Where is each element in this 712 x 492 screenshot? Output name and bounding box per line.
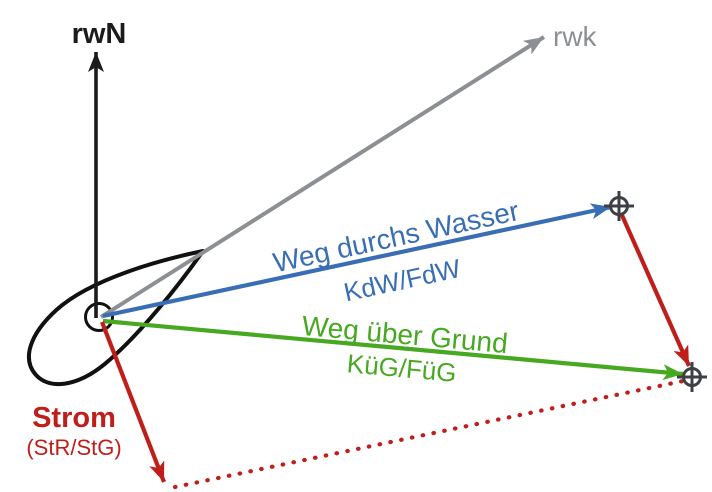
course-arrow <box>99 35 546 319</box>
ground-track-arrow <box>102 318 684 381</box>
north-label: rwN <box>72 18 127 50</box>
ground-track-abbr-label: KüG/FüG <box>346 348 458 388</box>
current-arrow-from-vessel <box>100 321 166 483</box>
water-track-arrow <box>102 203 612 319</box>
origin-position-circle <box>84 302 114 332</box>
current-label: Strom <box>32 402 116 434</box>
position-fix-icon-ground-track <box>677 362 707 392</box>
current-arrow-between-fixes <box>619 212 691 367</box>
current-displaced-track-dotted-line <box>172 378 686 490</box>
ground-track-label: Weg über Grund <box>301 310 509 359</box>
current-abbr-label: (StR/StG) <box>26 435 121 460</box>
position-fix-icon-water-track <box>604 191 634 221</box>
course-label: rwk <box>553 21 598 52</box>
